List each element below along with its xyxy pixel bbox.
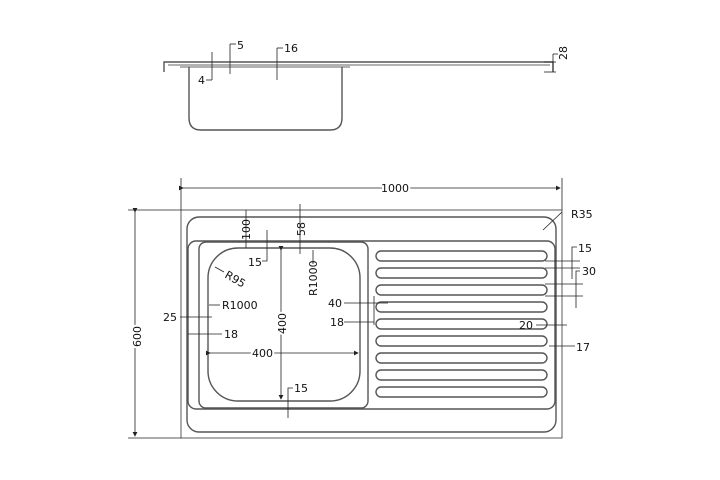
plan-view: 1000 600 R35 100 58 15 R95 R1000 R1000 2… [128, 178, 596, 439]
drain-slot [375, 267, 548, 279]
dim-17: 17 [576, 341, 590, 354]
dim-height-600: 600 [131, 326, 144, 347]
dim-58: 58 [295, 222, 308, 236]
dim-28: 28 [557, 46, 570, 60]
dim-40: 40 [328, 297, 342, 310]
dim-18-mid: 18 [330, 316, 344, 329]
drainboard-slots [375, 250, 548, 398]
dim-30: 30 [582, 265, 596, 278]
dim-r35: R35 [571, 208, 593, 221]
drain-slot [375, 386, 548, 398]
drain-slot [375, 250, 548, 262]
dim-r1000-vertical: R1000 [307, 260, 320, 296]
dim-25: 25 [163, 311, 177, 324]
dim-15-top: 15 [248, 256, 262, 269]
dim-18-left: 18 [224, 328, 238, 341]
dim-400-horizontal: 400 [252, 347, 273, 360]
dim-20: 20 [519, 319, 533, 332]
dim-100: 100 [240, 219, 253, 240]
dim-5: 5 [237, 39, 244, 52]
dim-400-vertical: 400 [276, 313, 289, 334]
dim-16: 16 [284, 42, 298, 55]
dim-width-1000: 1000 [381, 182, 409, 195]
drain-slot [375, 284, 548, 296]
drain-slot [375, 335, 548, 347]
dim-4: 4 [198, 74, 205, 87]
dim-15-bottom: 15 [294, 382, 308, 395]
side-view: 5 16 4 28 [163, 39, 570, 131]
drain-slot [375, 352, 548, 364]
drain-slot [375, 369, 548, 381]
bowl-frame [198, 241, 369, 409]
dim-r95: R95 [223, 268, 248, 290]
dim-r1000-horizontal: R1000 [222, 299, 258, 312]
bowl [207, 247, 361, 402]
drain-slot [375, 318, 548, 330]
dim-15-right: 15 [578, 242, 592, 255]
drain-slot [375, 301, 548, 313]
